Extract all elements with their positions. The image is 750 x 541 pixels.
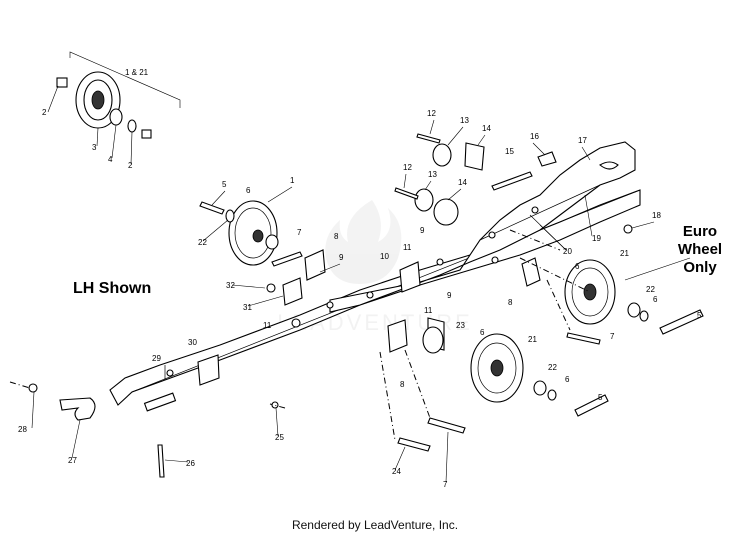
callout-24: 24 (392, 467, 401, 476)
callout-22c: 22 (548, 363, 557, 372)
callout-23: 23 (456, 321, 465, 330)
lh-shown-note: LH Shown (73, 280, 151, 297)
callout-28: 28 (18, 425, 27, 434)
callout-20: 20 (563, 247, 572, 256)
callout-29: 29 (152, 354, 161, 363)
callout-22a: 22 (198, 238, 207, 247)
rail-bracket (326, 141, 636, 313)
euro-note-line1: Euro (683, 223, 717, 240)
callout-12b: 12 (403, 163, 412, 172)
callout-27: 27 (68, 456, 77, 465)
callout-13b: 13 (428, 170, 437, 179)
callout-11c: 11 (424, 306, 433, 315)
callout-7a: 7 (297, 228, 302, 237)
callout-32: 32 (226, 281, 235, 290)
callout-1-21: 1 & 21 (125, 68, 149, 77)
callout-13a: 13 (460, 116, 469, 125)
idler-wheel-assembly-top (56, 51, 181, 139)
callout-5a: 5 (222, 180, 227, 189)
callout-21a: 21 (620, 249, 629, 258)
spacer-blocks (197, 142, 541, 386)
callout-4: 4 (108, 155, 113, 164)
callout-7c: 7 (443, 480, 448, 489)
euro-note-line2: Wheel (678, 241, 722, 258)
callout-5c: 5 (598, 393, 603, 402)
callout-9c: 9 (447, 291, 452, 300)
callout-22b: 22 (646, 285, 655, 294)
euro-idler-wheel (564, 257, 704, 335)
callout-10: 10 (380, 252, 389, 261)
callout-15: 15 (505, 147, 514, 156)
callout-5b: 5 (697, 311, 702, 320)
callout-30: 30 (188, 338, 197, 347)
callout-6d: 6 (653, 295, 658, 304)
callout-16: 16 (530, 132, 539, 141)
callout-11b: 11 (263, 321, 272, 330)
callout-18: 18 (652, 211, 661, 220)
callout-8a: 8 (334, 232, 339, 241)
callout-3: 3 (92, 143, 97, 152)
bolts (28, 133, 633, 478)
idler-wheel-lower (470, 333, 609, 417)
callout-numbers: 1 & 21 2 3 4 2 12 13 14 16 17 15 12 13 1… (18, 68, 702, 489)
callout-31: 31 (243, 303, 252, 312)
callout-2: 2 (42, 108, 47, 117)
callout-6e: 6 (565, 375, 570, 384)
callout-21b: 21 (528, 335, 537, 344)
callout-12a: 12 (427, 109, 436, 118)
callout-7b: 7 (610, 332, 615, 341)
callout-9a: 9 (339, 253, 344, 262)
callout-8b: 8 (508, 298, 513, 307)
callout-1: 1 (290, 176, 295, 185)
idler-wheel-1 (199, 200, 279, 266)
footer-credit: Rendered by LeadVenture, Inc. (291, 518, 459, 532)
callout-6a: 6 (246, 186, 251, 195)
callout-11a: 11 (403, 243, 412, 252)
euro-note-line3: Only (683, 259, 717, 276)
callout-25: 25 (275, 433, 284, 442)
callout-26: 26 (186, 459, 195, 468)
callout-14b: 14 (458, 178, 467, 187)
leader-lines (31, 85, 655, 483)
callout-14a: 14 (482, 124, 491, 133)
centerlines (9, 229, 591, 441)
callout-17: 17 (578, 136, 587, 145)
callout-8c: 8 (400, 380, 405, 389)
callout-2b: 2 (128, 161, 133, 170)
callout-9b: 9 (420, 226, 425, 235)
callout-6c: 6 (575, 262, 580, 271)
callout-19: 19 (592, 234, 601, 243)
callout-6b: 6 (480, 328, 485, 337)
